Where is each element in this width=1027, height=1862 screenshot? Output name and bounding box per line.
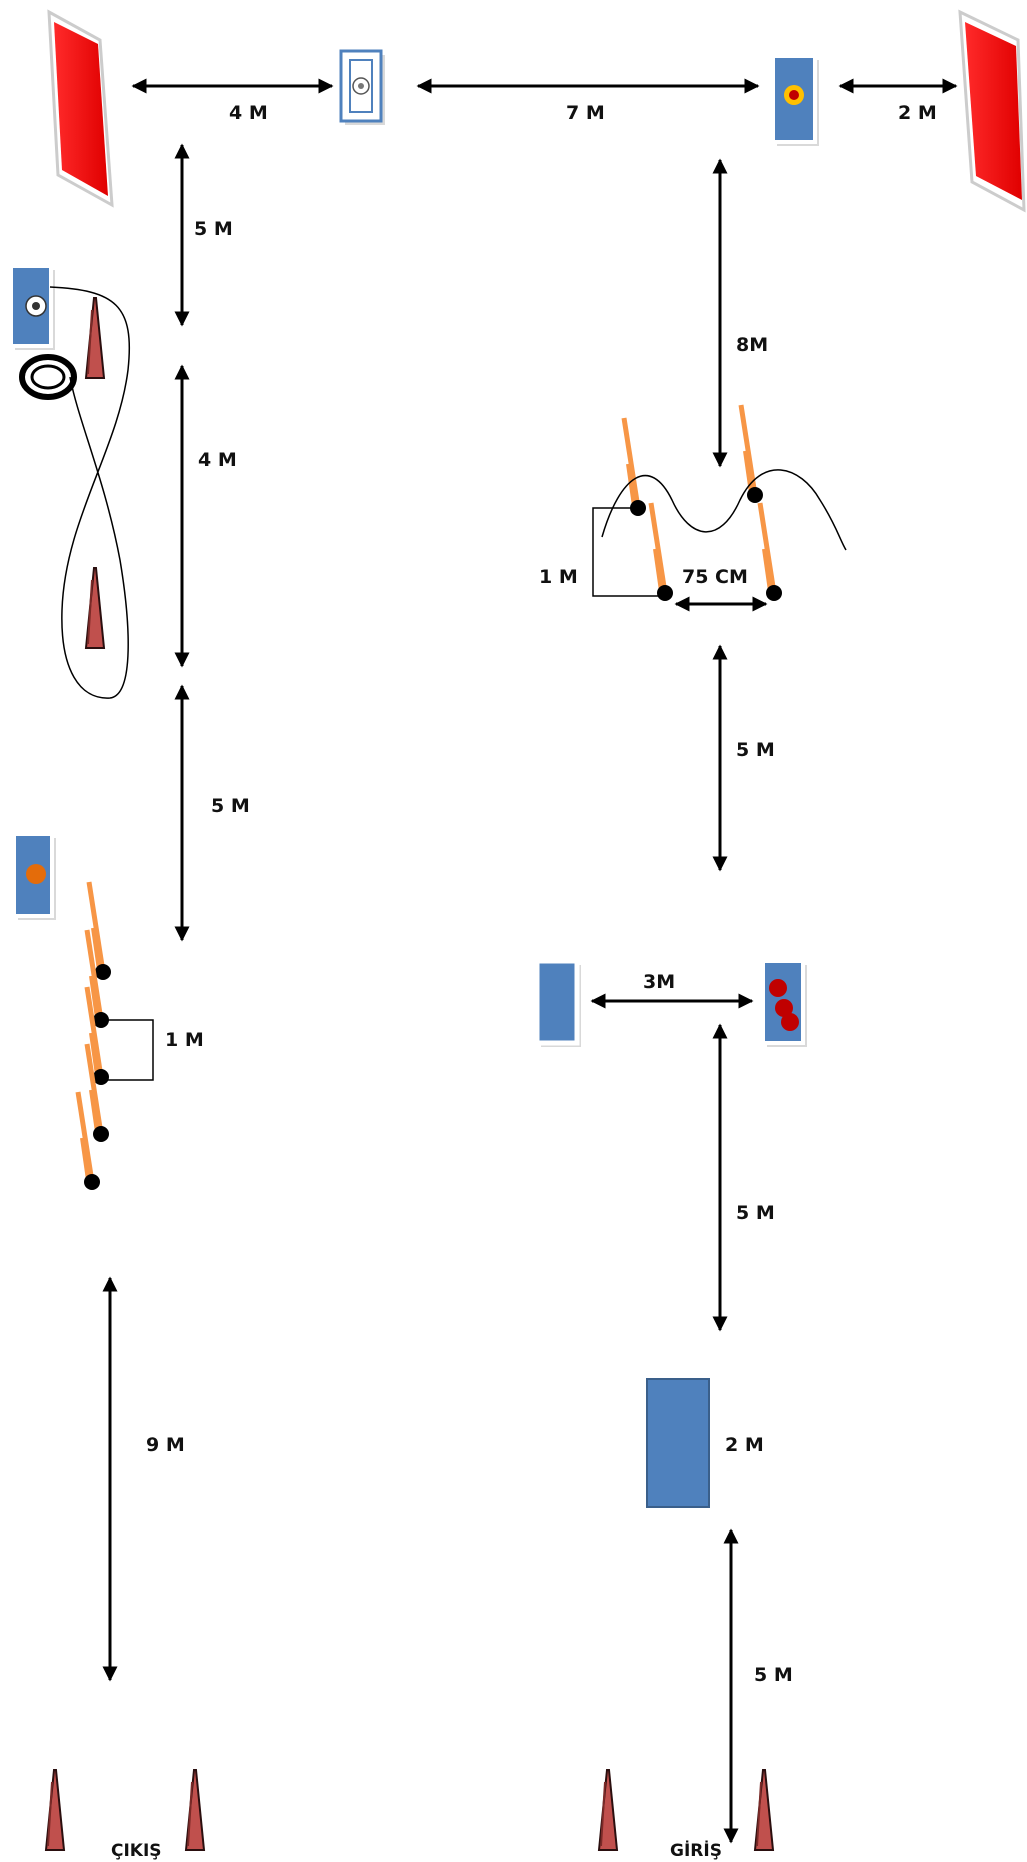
label-right-5m-c: 5 M (754, 1664, 793, 1686)
hurdle-icon-9 (75, 1091, 100, 1190)
ball-station-icon-top-left (339, 49, 385, 125)
label-right-1m: 1 M (539, 566, 578, 588)
hurdle-layer (75, 404, 782, 1190)
cone-icon-entry-right (753, 1769, 775, 1851)
exit-label: ÇIKIŞ (111, 1841, 162, 1861)
label-left-9m: 9 M (146, 1434, 185, 1456)
hurdle-icon-7 (84, 986, 109, 1085)
hurdle-icon-8 (84, 1043, 109, 1142)
label-left-5m-a: 5 M (194, 218, 233, 240)
label-right-3m: 3M (643, 971, 675, 993)
label-right-2m: 2 M (725, 1434, 764, 1456)
label-left-4m: 4 M (198, 449, 237, 471)
cone-icon-entry-left (597, 1769, 619, 1851)
hurdle-icon-4 (757, 502, 782, 601)
label-top-4m: 4 M (229, 102, 268, 124)
figure-eight-path (49, 286, 130, 699)
ball-station-icon-3m-right (761, 959, 807, 1047)
ball-station-icon-top-right (771, 54, 819, 146)
cone-icon-slalom-top (84, 297, 106, 379)
hurdle-icon-5 (86, 881, 111, 980)
label-right-5m-a: 5 M (736, 739, 775, 761)
label-right-5m-b: 5 M (736, 1202, 775, 1224)
hurdle-icon-3 (738, 404, 763, 503)
cone-icon-exit-left (44, 1769, 66, 1851)
hurdle-icon-1 (621, 417, 646, 516)
hurdle-icon-2 (648, 502, 673, 601)
label-right-8m: 8M (736, 334, 768, 356)
mat-icon-station-3m-left (534, 958, 581, 1047)
cone-icon-exit-right (184, 1769, 206, 1851)
label-top-2m: 2 M (898, 102, 937, 124)
mat-icon-2m (646, 1378, 710, 1508)
cone-icon-slalom-bottom (84, 567, 106, 649)
label-right-75cm: 75 CM (682, 566, 748, 588)
label-left-5m-b: 5 M (211, 795, 250, 817)
ball-station-icon-left-basketball (12, 832, 56, 920)
hurdle-icon-6 (84, 929, 109, 1028)
cone-layer (44, 297, 775, 1851)
hoop-icon (19, 354, 77, 400)
goal-icon-right (958, 9, 1026, 213)
goal-icon-left (47, 9, 114, 208)
ball-station-icon-left-soccer (9, 264, 55, 350)
label-top-7m: 7 M (566, 102, 605, 124)
bracket-1m-right (592, 507, 666, 597)
wave-path (601, 469, 847, 551)
entry-label: GİRİŞ (670, 1839, 722, 1861)
label-left-1m: 1 M (165, 1029, 204, 1051)
bracket-1m-left (102, 1019, 154, 1081)
